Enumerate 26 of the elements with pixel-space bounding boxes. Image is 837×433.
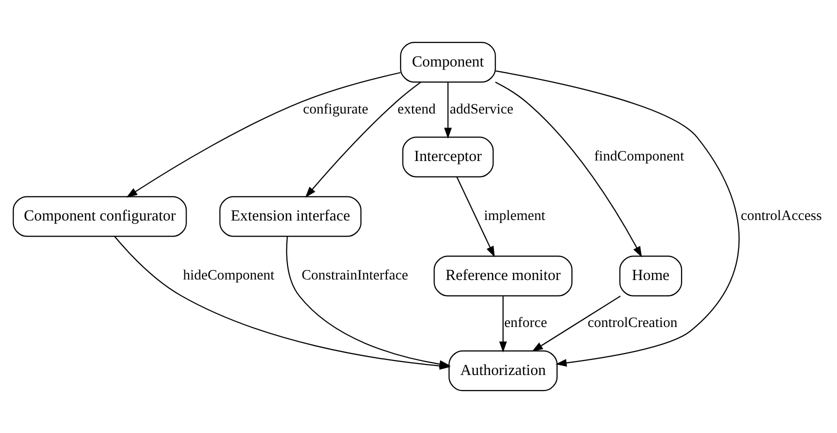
- node-box: Component configurator: [12, 196, 187, 237]
- edge-label: addService: [450, 101, 514, 118]
- node-box: Extension interface: [219, 196, 362, 237]
- arrow: [532, 296, 621, 352]
- edge-label: extend: [397, 101, 436, 118]
- arrow: [444, 82, 452, 139]
- node-box: Interceptor: [402, 136, 494, 178]
- node-box: Reference monitor: [434, 256, 572, 296]
- edge-label: hideComponent: [182, 268, 274, 284]
- arrow: [499, 296, 507, 352]
- node-box: Component: [400, 42, 496, 83]
- edge-label: findComponent: [594, 148, 684, 165]
- arrow: [126, 72, 401, 198]
- edge-label: enforce: [504, 315, 548, 332]
- arrow: [286, 236, 451, 368]
- edge-label: ConstrainInterface: [302, 268, 408, 284]
- node-box: Authorization: [448, 350, 558, 392]
- edge-label: controlCreation: [588, 315, 678, 332]
- edge-label: controlAccess: [740, 208, 822, 224]
- arrow: [456, 176, 495, 258]
- node-box: Home: [619, 256, 682, 296]
- arrow: [305, 82, 422, 198]
- arrow: [495, 82, 642, 258]
- arrow: [496, 70, 740, 367]
- edge-label: configurate: [303, 101, 368, 118]
- edge-label: implement: [484, 208, 546, 224]
